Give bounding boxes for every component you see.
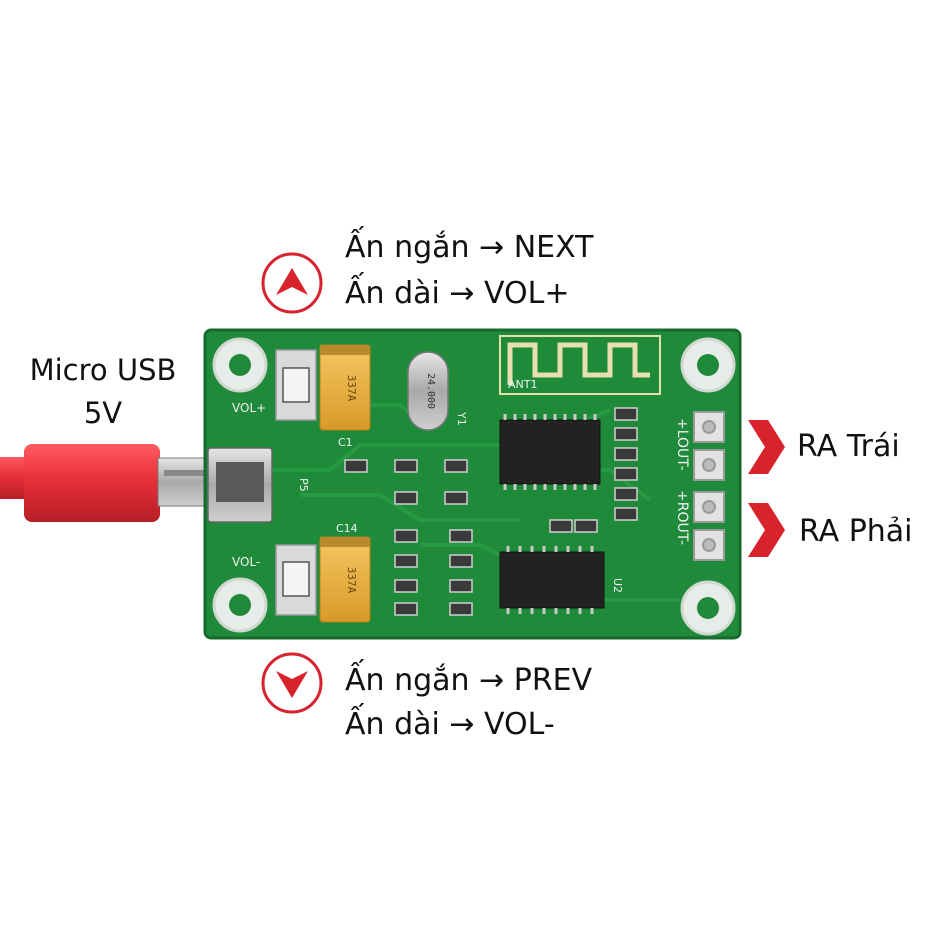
mount-hole-bottom-left: [212, 577, 268, 633]
output-left-label: RA Trái: [797, 429, 900, 464]
chevron-right-icon-right-out: [748, 503, 785, 557]
up-long-press-label: Ấn dài → VOL+: [345, 276, 570, 311]
capacitor-c1-marking: 337A: [345, 375, 358, 402]
down-short-press-label: Ấn ngắn → PREV: [345, 663, 593, 698]
silk-c1: C1: [338, 436, 353, 449]
output-right-label: RA Phải: [799, 514, 913, 549]
mount-hole-bottom-right: [680, 580, 736, 636]
mount-hole-top-right: [680, 337, 736, 393]
mount-hole-top-left: [212, 337, 268, 393]
pcb-antenna: [499, 335, 661, 395]
up-short-press-label: Ấn ngắn → NEXT: [345, 230, 594, 265]
silk-lout: +LOUT-: [674, 418, 690, 471]
silk-u2: U2: [611, 578, 624, 593]
silk-rout: +ROUT-: [674, 490, 690, 545]
usb-label-line1: Micro USB: [29, 353, 177, 387]
capacitor-c14: 337A: [319, 536, 371, 623]
smd-components: [344, 407, 638, 616]
silk-p5: P5: [297, 478, 310, 492]
chevron-right-icon-left-out: [748, 420, 785, 474]
pcb-board: 337A 337A 24.000: [203, 328, 742, 640]
bluetooth-ic: [499, 414, 601, 490]
silk-vol-plus: VOL+: [232, 401, 266, 415]
usb-label-line2: 5V: [83, 396, 123, 430]
crystal-y1: 24.000: [407, 351, 449, 431]
silk-vol-minus: VOL-: [232, 555, 260, 569]
vol-plus-tact-switch: [275, 349, 317, 421]
crystal-marking: 24.000: [425, 373, 436, 409]
amplifier-ic-u2: [499, 546, 605, 614]
down-long-press-label: Ấn dài → VOL-: [345, 707, 555, 742]
silk-y1: Y1: [455, 411, 468, 426]
silk-c14: C14: [336, 522, 358, 535]
output-pads: [693, 411, 725, 561]
capacitor-c14-marking: 337A: [345, 567, 358, 594]
silk-ant1: ANT1: [508, 378, 537, 391]
micro-usb-cable: [0, 444, 217, 522]
down-arrow-circle-icon: [261, 652, 323, 714]
capacitor-c1: 337A: [319, 344, 371, 431]
vol-minus-tact-switch: [275, 544, 317, 616]
up-arrow-circle-icon: [261, 252, 323, 314]
